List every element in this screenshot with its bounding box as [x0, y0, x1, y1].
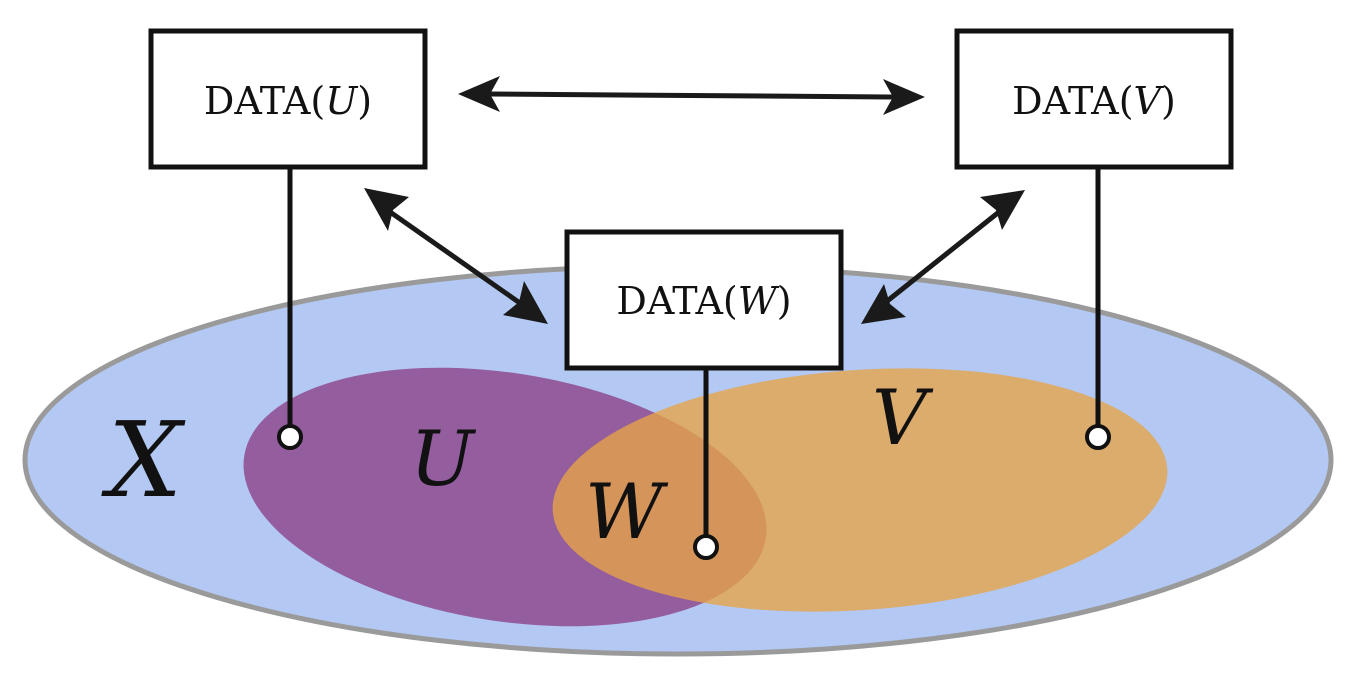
arrow-v-w [861, 190, 1025, 324]
box-v-suffix: ) [1161, 79, 1176, 123]
arrow-u-v [458, 76, 925, 115]
box-data-u: DATA(U) [148, 28, 428, 170]
box-data-w: DATA(W) [564, 229, 844, 371]
box-u-suffix: ) [357, 79, 372, 123]
region-u-label: U [410, 414, 477, 503]
box-w-suffix: ) [777, 279, 792, 323]
point-w [693, 534, 719, 560]
box-data-v: DATA(V) [954, 28, 1234, 170]
box-v-var: V [1134, 79, 1165, 123]
box-u-prefix: DATA( [204, 79, 325, 123]
point-v [1085, 424, 1111, 450]
box-w-var: W [738, 279, 780, 323]
arrowhead-down-right [503, 281, 548, 324]
box-w-prefix: DATA( [616, 279, 737, 323]
arrowhead-right [883, 79, 925, 115]
arrowhead-up-left [364, 188, 409, 231]
box-u-var: U [325, 79, 359, 123]
arrowhead-left [458, 76, 500, 112]
region-v-label: V [872, 373, 934, 462]
space-x-label: X [101, 399, 186, 521]
point-u [277, 424, 303, 450]
arrowhead-up-right [980, 190, 1025, 230]
arrowhead-down-left [861, 284, 906, 324]
region-w-label: W [585, 467, 669, 556]
svg-text:DATA(V): DATA(V) [1012, 79, 1176, 123]
arrow-u-w [364, 188, 548, 324]
svg-text:DATA(W): DATA(W) [616, 279, 791, 323]
box-v-prefix: DATA( [1012, 79, 1133, 123]
svg-text:DATA(U): DATA(U) [204, 79, 372, 123]
